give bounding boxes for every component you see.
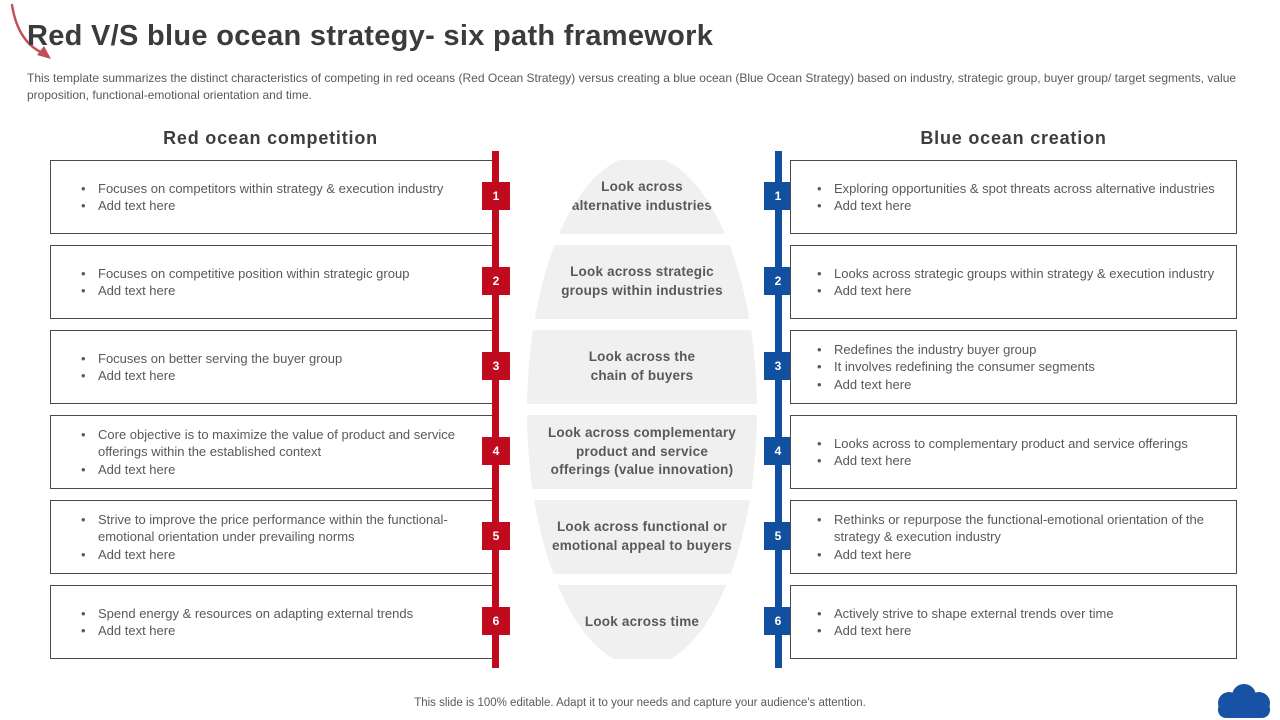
bullet-item: Focuses on competitors within strategy &… xyxy=(79,180,443,198)
bullet-item: Add text here xyxy=(79,282,409,300)
red-number-badge: 6 xyxy=(482,607,510,635)
blue-ocean-bullets-5: Rethinks or repurpose the functional-emo… xyxy=(815,511,1230,564)
blue-number-badge: 5 xyxy=(764,522,792,550)
blue-ocean-bullets-4: Looks across to complementary product an… xyxy=(815,435,1188,470)
path-label-4: Look across complementary product and se… xyxy=(527,415,757,489)
blue-number-badge: 6 xyxy=(764,607,792,635)
bullet-item: Add text here xyxy=(79,367,342,385)
red-ocean-bullets-5: Strive to improve the price performance … xyxy=(79,511,486,564)
bullet-item: Focuses on better serving the buyer grou… xyxy=(79,350,342,368)
blue-ocean-bullets-6: Actively strive to shape external trends… xyxy=(815,605,1114,640)
red-ocean-column-header: Red ocean competition xyxy=(163,128,378,148)
page-title: Red V/S blue ocean strategy- six path fr… xyxy=(27,20,714,52)
red-ocean-box-3: Focuses on better serving the buyer grou… xyxy=(50,330,493,404)
bullet-item: Add text here xyxy=(815,197,1215,215)
slide-subtitle: This template summarizes the distinct ch… xyxy=(27,71,1237,102)
blue-ocean-box-5: Rethinks or repurpose the functional-emo… xyxy=(790,500,1237,574)
bullet-item: Looks across strategic groups within str… xyxy=(815,265,1214,283)
bullet-item: Focuses on competitive position within s… xyxy=(79,265,409,283)
red-number-badge: 4 xyxy=(482,437,510,465)
bullet-item: Add text here xyxy=(815,546,1230,564)
blue-ocean-bullets-1: Exploring opportunities & spot threats a… xyxy=(815,180,1215,215)
framework-row-3: Focuses on better serving the buyer grou… xyxy=(0,321,1280,413)
red-ocean-box-1: Focuses on competitors within strategy &… xyxy=(50,160,493,234)
red-ocean-bullets-3: Focuses on better serving the buyer grou… xyxy=(79,350,342,385)
red-number-badge: 3 xyxy=(482,352,510,380)
bullet-item: Strive to improve the price performance … xyxy=(79,511,486,546)
red-ocean-box-5: Strive to improve the price performance … xyxy=(50,500,493,574)
editable-note: This slide is 100% editable. Adapt it to… xyxy=(414,697,866,709)
red-number-badge: 1 xyxy=(482,182,510,210)
bullet-item: Add text here xyxy=(815,622,1114,640)
framework-row-4: Core objective is to maximize the value … xyxy=(0,406,1280,498)
blue-ocean-bullets-2: Looks across strategic groups within str… xyxy=(815,265,1214,300)
path-label-3: Look across the chain of buyers xyxy=(527,330,757,404)
bullet-item: Spend energy & resources on adapting ext… xyxy=(79,605,413,623)
bullet-item: Rethinks or repurpose the functional-emo… xyxy=(815,511,1230,546)
six-path-ellipse: Look across alternative industries Look … xyxy=(527,155,757,667)
framework-row-1: Focuses on competitors within strategy &… xyxy=(0,151,1280,243)
blue-number-badge: 2 xyxy=(764,267,792,295)
blue-ocean-column-header: Blue ocean creation xyxy=(920,128,1107,148)
red-ocean-box-6: Spend energy & resources on adapting ext… xyxy=(50,585,493,659)
bullet-item: Add text here xyxy=(815,376,1095,394)
curved-arrow-icon xyxy=(4,2,66,69)
bullet-item: It involves redefining the consumer segm… xyxy=(815,358,1095,376)
red-ocean-bullets-2: Focuses on competitive position within s… xyxy=(79,265,409,300)
bullet-item: Core objective is to maximize the value … xyxy=(79,426,486,461)
blue-number-badge: 3 xyxy=(764,352,792,380)
bullet-item: Add text here xyxy=(79,461,486,479)
red-number-badge: 2 xyxy=(482,267,510,295)
bullet-item: Add text here xyxy=(79,622,413,640)
framework-row-2: Focuses on competitive position within s… xyxy=(0,236,1280,328)
bullet-item: Add text here xyxy=(815,282,1214,300)
red-ocean-bullets-6: Spend energy & resources on adapting ext… xyxy=(79,605,413,640)
blue-ocean-box-4: Looks across to complementary product an… xyxy=(790,415,1237,489)
path-label-2: Look across strategic groups within indu… xyxy=(527,245,757,319)
blue-number-badge: 4 xyxy=(764,437,792,465)
red-ocean-bullets-1: Focuses on competitors within strategy &… xyxy=(79,180,443,215)
bullet-item: Add text here xyxy=(79,546,486,564)
red-number-badge: 5 xyxy=(482,522,510,550)
blue-number-badge: 1 xyxy=(764,182,792,210)
bullet-item: Add text here xyxy=(79,197,443,215)
red-ocean-bullets-4: Core objective is to maximize the value … xyxy=(79,426,486,479)
bullet-item: Looks across to complementary product an… xyxy=(815,435,1188,453)
red-ocean-box-4: Core objective is to maximize the value … xyxy=(50,415,493,489)
blue-ocean-box-3: Redefines the industry buyer group It in… xyxy=(790,330,1237,404)
bullet-item: Redefines the industry buyer group xyxy=(815,341,1095,359)
blue-ocean-box-6: Actively strive to shape external trends… xyxy=(790,585,1237,659)
blue-ocean-box-1: Exploring opportunities & spot threats a… xyxy=(790,160,1237,234)
bullet-item: Exploring opportunities & spot threats a… xyxy=(815,180,1215,198)
red-ocean-box-2: Focuses on competitive position within s… xyxy=(50,245,493,319)
blue-ocean-box-2: Looks across strategic groups within str… xyxy=(790,245,1237,319)
bullet-item: Actively strive to shape external trends… xyxy=(815,605,1114,623)
framework-row-6: Spend energy & resources on adapting ext… xyxy=(0,576,1280,668)
blue-ocean-bullets-3: Redefines the industry buyer group It in… xyxy=(815,341,1095,394)
cloud-icon xyxy=(1210,684,1278,720)
bullet-item: Add text here xyxy=(815,452,1188,470)
framework-row-5: Strive to improve the price performance … xyxy=(0,491,1280,583)
path-label-5: Look across functional or emotional appe… xyxy=(527,500,757,574)
